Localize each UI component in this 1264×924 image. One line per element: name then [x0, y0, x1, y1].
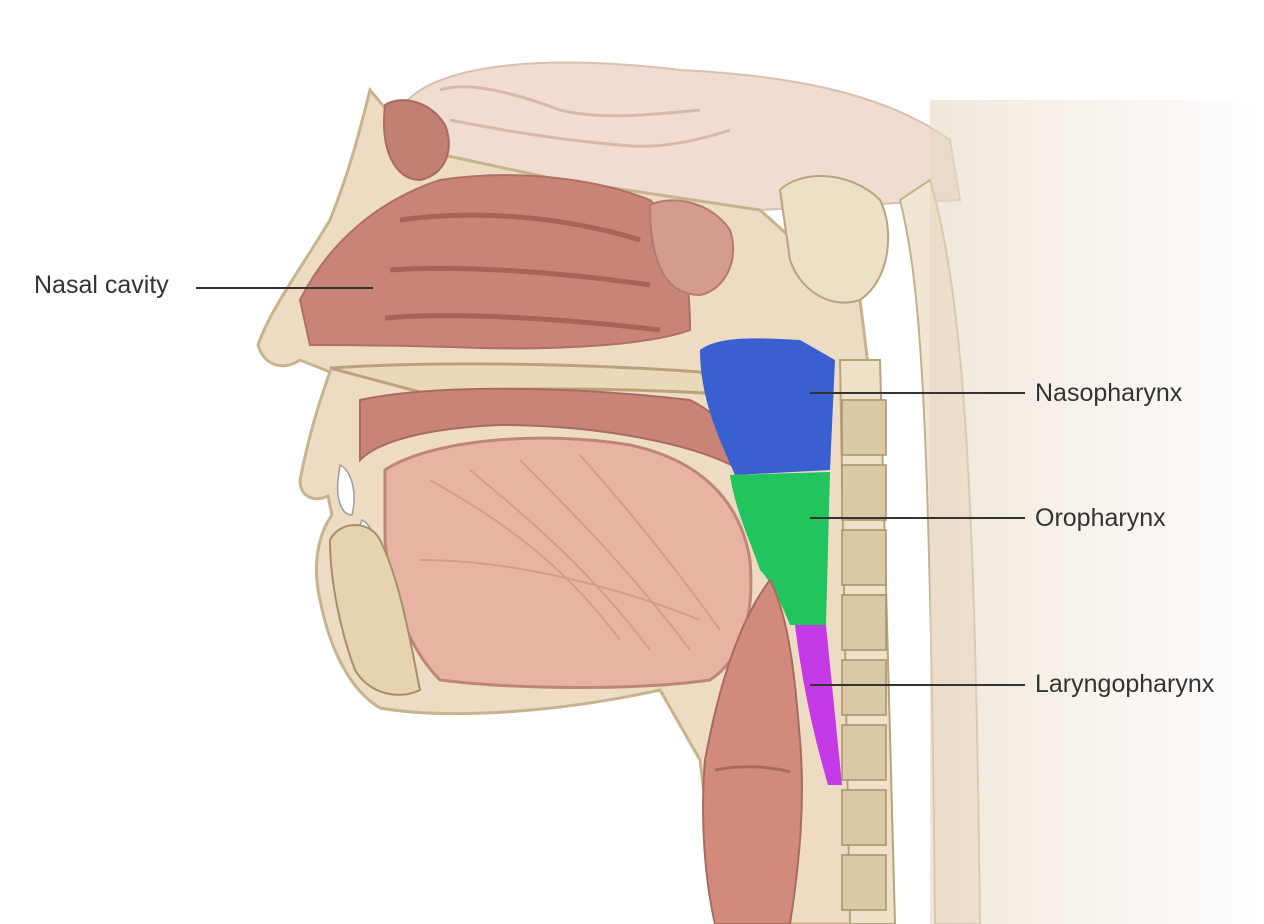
label-nasal-cavity: Nasal cavity	[34, 271, 169, 299]
larynx	[702, 578, 803, 924]
mandible	[328, 524, 422, 696]
oropharynx-region	[730, 472, 830, 625]
label-nasopharynx: Nasopharynx	[1035, 379, 1183, 407]
sinus-region	[383, 99, 735, 297]
laryngopharynx-region	[795, 625, 842, 785]
nasal-cavity-region	[298, 174, 692, 350]
leader-lines	[196, 287, 1025, 686]
pharynx	[700, 338, 842, 785]
nasopharynx-region	[700, 338, 835, 475]
label-laryngopharynx: Laryngopharynx	[1035, 670, 1215, 698]
label-oropharynx: Oropharynx	[1035, 504, 1166, 532]
